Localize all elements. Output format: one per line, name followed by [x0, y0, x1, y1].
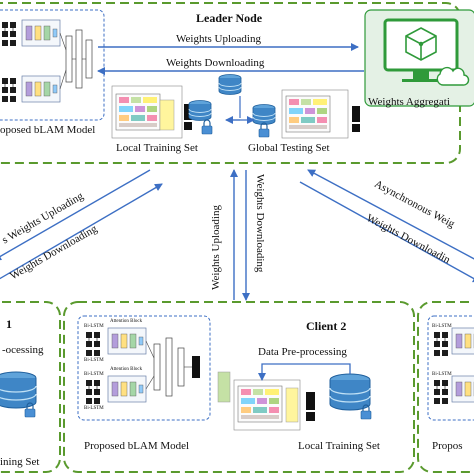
client-3-model-label: Propos — [432, 440, 463, 452]
leader-local-training-label: Local Training Set — [116, 142, 198, 154]
client-1-database — [0, 371, 37, 418]
aggregation-monitor-icon — [364, 9, 474, 107]
leader-global-testing-data — [252, 89, 360, 139]
left-uploading-arrow — [0, 169, 151, 261]
client-2-preprocessing-label: Data Pre-processing — [258, 346, 347, 358]
client-1-training-label: ining Set — [0, 456, 40, 468]
right-uploading-arrow — [307, 169, 474, 260]
client-2-lstm-label-3: Bi-LSTM — [84, 372, 104, 377]
leader-global-testing-label: Global Testing Set — [248, 142, 330, 154]
client-2-model-label: Proposed bLAM Model — [84, 440, 190, 452]
client-2-preprocessing-arrow — [258, 363, 351, 381]
right-downloading-arrow — [299, 181, 474, 283]
client-1-frame — [0, 301, 61, 473]
client-2-attention-label-2: Attention Block — [110, 367, 143, 372]
leader-center-database — [218, 74, 242, 95]
leader-local-training-data — [111, 85, 213, 139]
client-1-title: 1 — [6, 317, 12, 331]
weights-uploading-label: Weights Uploading — [176, 33, 261, 45]
leader-model-label: oposed bLAM Model — [0, 124, 96, 136]
client-1-preprocessing-label: -ocessing — [2, 344, 44, 356]
weights-downloading-label: Weights Downloading — [166, 57, 265, 69]
client-2-database — [329, 373, 372, 420]
client-3-frame — [417, 301, 474, 473]
leader-node-title: Leader Node — [196, 11, 263, 25]
client-3-lstm-label-2: Bi-LSTM — [432, 372, 452, 377]
client-2-frame — [63, 301, 415, 473]
client-2-training-label: Local Training Set — [298, 440, 380, 452]
client-2-lstm-label-1: Bi-LSTM — [84, 324, 104, 329]
client-2-lstm-label-4: Bi-LSTM — [84, 406, 104, 411]
client-2-training-data — [217, 371, 315, 431]
client-2-lstm-label-2: Bi-LSTM — [84, 358, 104, 363]
center-uploading-label: Weights Uploading — [210, 205, 222, 290]
weights-aggregation-label: Weights Aggregati — [368, 96, 450, 108]
client-3-lstm-label-1: Bi-LSTM — [432, 324, 452, 329]
left-downloading-arrow — [0, 183, 163, 280]
client-2-attention-label-1: Attention Block — [110, 319, 143, 324]
center-downloading-label: Weights Downloading — [254, 174, 266, 273]
leader-model-diagram — [0, 9, 105, 121]
client-2-model-diagram — [77, 315, 211, 421]
client-2-title: Client 2 — [306, 319, 347, 333]
client-3-model-diagram — [427, 315, 474, 421]
